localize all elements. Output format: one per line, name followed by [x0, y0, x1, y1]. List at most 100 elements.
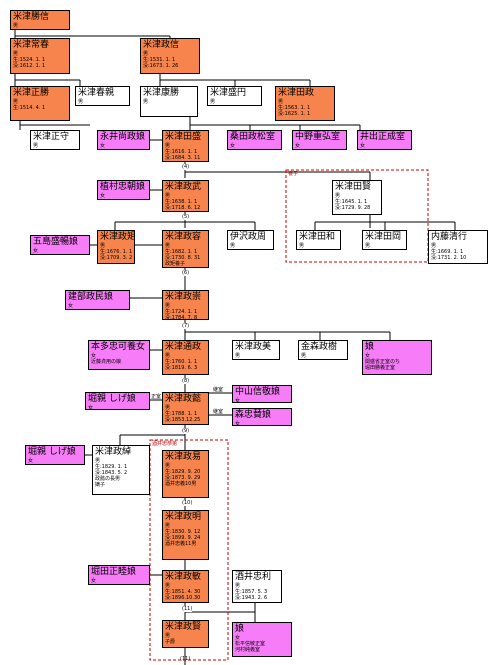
person-detail: 生:1829. 1. 1 — [95, 464, 128, 470]
person-node-goshima: 五島盛暢娘女 — [30, 235, 90, 255]
person-sex: 男 — [235, 583, 241, 589]
person-name: 米津政信 — [143, 40, 180, 50]
person-name: 森忠賛娘 — [235, 410, 272, 420]
person-sex: 男 — [13, 99, 19, 105]
person-name: 米津政懿 — [165, 394, 202, 404]
person-detail: 酒井忠義10男 — [165, 481, 197, 487]
person-name: 米津政敏 — [165, 572, 202, 582]
person-node-musume2: 娘女松平信敏正室河村純義室 — [232, 622, 292, 657]
person-node-yasukatsu: 米津康勝男 — [140, 86, 198, 117]
person-node-harumasa: 米津春親男 — [75, 86, 130, 106]
person-node-tsunenobu: 米津勝信男 — [10, 10, 70, 30]
person-detail: 堀田勝義正室 — [365, 365, 396, 371]
person-sex: 男 — [431, 243, 437, 249]
person-name: 本多忠可養女 — [91, 342, 146, 352]
generation-marker: (9) — [182, 428, 190, 434]
person-name: 米津田盛 — [165, 132, 202, 142]
person-sex: 女 — [100, 143, 106, 149]
person-node-musume1: 娘女関盛省正室のち堀田勝義正室 — [362, 340, 432, 375]
person-detail: 嫡子 — [95, 482, 106, 488]
person-detail: 没:1784. 7. 8 — [165, 315, 198, 320]
person-node-hotta2: 堀親 しげ娘女 — [25, 445, 85, 465]
person-detail: 没:1673. 1. 26 — [143, 63, 179, 69]
person-sex: 男 — [235, 353, 241, 359]
person-name: 米津政美 — [235, 342, 272, 352]
person-sex: 女 — [360, 143, 366, 149]
person-detail: 生:1616. 1. 1 — [165, 149, 198, 155]
generation-marker: (6) — [182, 270, 190, 276]
person-name: 桑田政松室 — [230, 132, 276, 142]
person-detail: 生:1638. 1. 1 — [165, 199, 198, 205]
person-node-morikado: 米津盛円男 — [207, 86, 262, 106]
person-detail: 子爵 — [165, 639, 176, 645]
person-detail: 生:1760. 1. 1 — [165, 359, 198, 365]
person-sex: 男 — [165, 583, 171, 589]
person-sex: 女 — [91, 353, 97, 359]
person-sex: 女 — [33, 248, 39, 254]
person-detail: 没:1718. 6. 12 — [165, 205, 201, 211]
person-node-nakayama: 中山信敬娘女 — [232, 385, 292, 403]
person-node-kanamori: 金森政樹男 — [298, 340, 348, 360]
person-detail: 没:1843. 5. 2 — [95, 470, 128, 476]
person-detail: 生:1829. 9. 20 — [165, 469, 201, 475]
person-detail: 生:1851. 4. 30 — [165, 589, 201, 595]
person-name: 中野重弘室 — [295, 132, 341, 142]
person-detail: 生:1645. 1. 1 — [335, 199, 368, 205]
person-name: 米津田賢 — [335, 182, 372, 192]
marriage-label: 継室 — [213, 387, 224, 393]
person-node-masakata2: 米津政賢男子爵 — [162, 620, 209, 648]
person-sex: 男 — [301, 353, 307, 359]
person-name: 米津政賢 — [165, 622, 202, 632]
person-node-mori: 森忠賛娘女 — [232, 408, 292, 426]
person-detail: 生:1724. 1. 1 — [165, 309, 198, 315]
person-sex: 女 — [235, 421, 241, 426]
person-name: 米津通政 — [165, 342, 202, 352]
person-name: 米津正勝 — [13, 88, 50, 98]
generation-marker: (11) — [182, 606, 193, 612]
person-sex: 男 — [165, 523, 171, 529]
person-detail: 関盛省正室のち — [365, 359, 401, 365]
adopted-label: 養子 — [288, 171, 299, 177]
person-sex: 男 — [210, 99, 216, 105]
person-detail: 生:1788. 1. 1 — [165, 411, 198, 417]
person-detail: 酒井忠義11男 — [165, 541, 197, 547]
person-name: 内藤清行 — [431, 232, 468, 242]
person-name: 米津盛円 — [210, 88, 247, 98]
person-node-masamori: 米津正守男 — [30, 130, 80, 150]
person-name: 金森政樹 — [301, 342, 338, 352]
person-name: 堀親 しげ娘 — [28, 447, 76, 457]
person-sex: 女 — [91, 578, 97, 584]
person-sex: 男 — [165, 193, 171, 199]
person-detail: 没:1729. 9. 28 — [335, 205, 371, 211]
person-name: 中山信敬娘 — [235, 387, 281, 397]
person-sex: 男 — [13, 23, 19, 29]
person-sex: 男 — [95, 458, 101, 464]
person-sex: 女 — [100, 193, 106, 199]
person-detail: 生:1563. 1. 1 — [278, 105, 311, 111]
person-name: 米津常春 — [13, 40, 50, 50]
person-sex: 男 — [335, 193, 341, 199]
person-sex: 女 — [68, 303, 74, 309]
generation-marker: (8) — [182, 378, 190, 384]
person-detail: 没:1873. 9. 29 — [165, 475, 201, 481]
person-name: 娘 — [235, 624, 245, 634]
person-name: 米津政綽 — [95, 447, 132, 457]
person-sex: 女 — [235, 398, 241, 403]
person-sex: 男 — [230, 243, 236, 249]
person-name: 米津田政 — [278, 88, 315, 98]
person-node-masakatsu: 米津正勝男生:1514. 4. 1 — [10, 86, 70, 121]
generation-marker: (10) — [182, 500, 193, 506]
person-node-tatebe: 建部政民娘女 — [65, 290, 130, 310]
person-detail: 生:1514. 4. 1 — [13, 105, 46, 111]
person-name: 米津政矩 — [100, 232, 135, 242]
person-node-ide: 井出正成室女 — [357, 130, 412, 150]
person-sex: 男 — [299, 243, 305, 249]
person-name: 米津康勝 — [143, 88, 180, 98]
